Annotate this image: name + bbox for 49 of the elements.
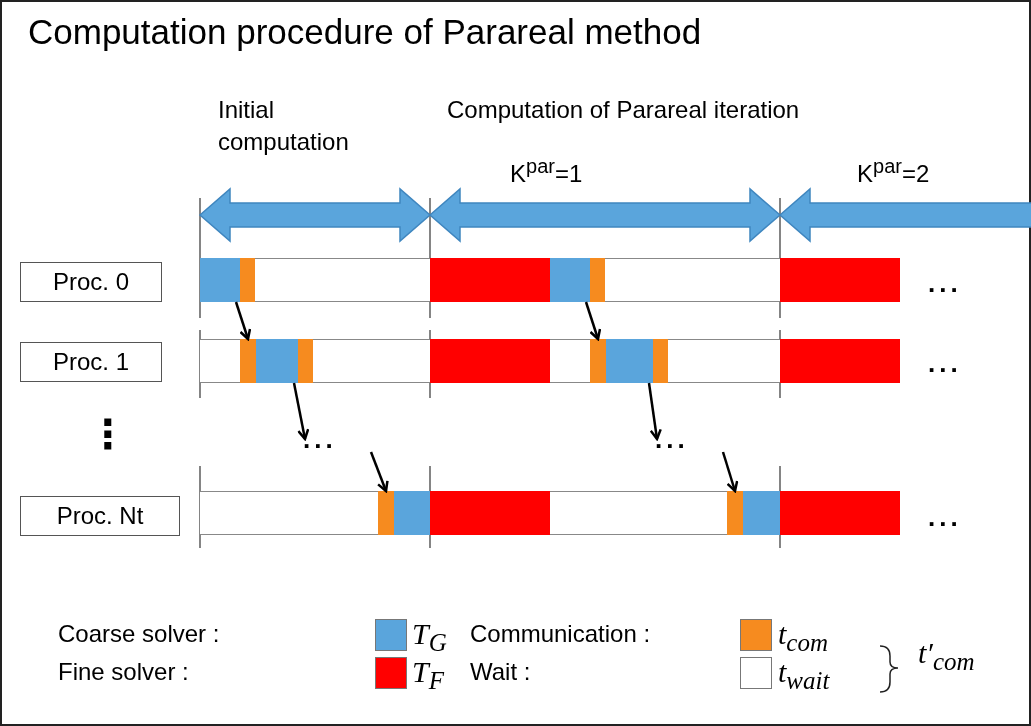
fine-solver-segment [780, 258, 900, 302]
legend-label: Fine solver : [58, 657, 189, 687]
communication-segment [298, 339, 313, 383]
process-label-box: Proc. Nt [20, 496, 180, 536]
arrow [647, 382, 662, 441]
ellipsis: ... [655, 426, 725, 452]
communication-segment [378, 491, 394, 535]
coarse-solver-segment [200, 258, 240, 302]
process-label-box: Proc. 1 [20, 342, 162, 382]
phase-label: Initial computation [218, 95, 350, 157]
coarse-solver-segment [606, 339, 653, 383]
ellipsis: ... [928, 504, 962, 530]
process-label-box: Proc. 0 [20, 262, 162, 302]
communication-segment [240, 339, 256, 383]
ellipsis: ⋮ [88, 411, 132, 458]
communication-segment [590, 258, 605, 302]
coarse-solver-segment [394, 491, 430, 535]
fine-solver-segment [780, 491, 900, 535]
legend-label: Coarse solver : [58, 619, 220, 649]
arrow [292, 382, 310, 441]
symbol: t′$_{com}$ [918, 637, 975, 677]
arrow [369, 451, 389, 493]
iteration-label: K$^{par}$=2 [857, 154, 930, 189]
ellipsis: ... [303, 426, 373, 452]
ellipsis: ... [928, 350, 962, 376]
symbol: T$_{G}$ [412, 618, 447, 658]
legend-label: Wait : [470, 657, 531, 687]
symbol: t$_{com}$ [778, 618, 828, 658]
legend-label: Communication : [470, 619, 651, 649]
symbol: T$_{F}$ [412, 656, 444, 696]
arrow [721, 451, 739, 493]
coarse-solver-segment [256, 339, 298, 383]
phase-label: Computation of Parareal iteration [447, 95, 800, 125]
arrow [584, 301, 602, 341]
symbol: t$_{wait}$ [778, 656, 830, 696]
coarse-solver-segment [743, 491, 780, 535]
arrow [234, 301, 252, 341]
fine-solver-segment [430, 491, 550, 535]
communication-segment [240, 258, 255, 302]
fine-solver-segment [780, 339, 900, 383]
coarse-solver-segment [550, 258, 590, 302]
fine-solver-segment [430, 339, 550, 383]
ellipsis: ... [928, 270, 962, 296]
fine-solver-segment [430, 258, 550, 302]
communication-segment [653, 339, 668, 383]
iteration-label: K$^{par}$=1 [510, 154, 583, 189]
communication-segment [590, 339, 606, 383]
title: Computation procedure of Parareal method [28, 11, 702, 53]
communication-segment [727, 491, 743, 535]
